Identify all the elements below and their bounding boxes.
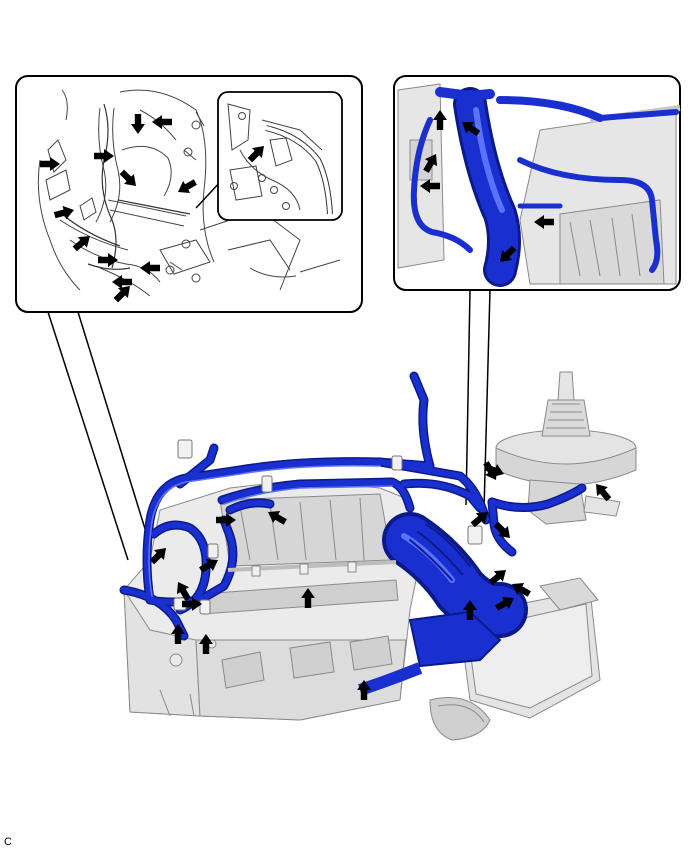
right-detail-callout	[393, 75, 681, 511]
air-duct-lower	[408, 610, 502, 668]
main-engine-assembly	[119, 371, 637, 741]
brake-booster	[495, 371, 637, 525]
left-detail-inset	[195, 91, 343, 221]
right-detail-engine	[397, 83, 681, 285]
intake-duct	[382, 512, 528, 639]
figure-code: C	[4, 836, 12, 848]
right-detail-hoses	[410, 87, 679, 287]
left-detail-callout	[15, 75, 363, 561]
